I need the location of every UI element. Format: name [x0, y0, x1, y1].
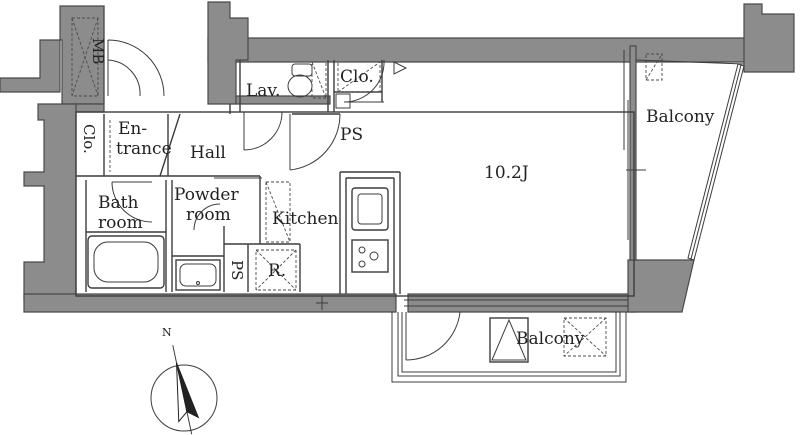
refrigerator-label: R.	[268, 261, 286, 281]
north-label: N	[162, 326, 172, 339]
pipe-space-bottom-label: PS	[228, 260, 246, 280]
main-room-size-label: 10.2J	[484, 163, 529, 183]
room-labels: MB Clo. Lav. PS Clo. En- trance Hall Bat…	[80, 38, 715, 349]
closet-top-label: Clo.	[340, 67, 374, 87]
bathroom-label-line2: room	[98, 213, 143, 233]
compass-ring	[150, 364, 218, 432]
north-compass: N	[150, 326, 218, 435]
lavatory-label: Lav.	[246, 81, 280, 101]
powder-room-label-line1: Powder	[174, 185, 239, 205]
structural-walls	[0, 1, 795, 313]
doors	[107, 39, 461, 361]
mb-label: MB	[89, 38, 107, 64]
entrance-label-line1: En-	[118, 119, 147, 139]
balcony-bottom-label: Balcony	[516, 329, 585, 349]
bathroom-label-line1: Bath	[98, 193, 138, 213]
closet-left-label: Clo.	[80, 124, 98, 154]
entrance-label-line2: trance	[116, 139, 172, 159]
windows	[316, 50, 745, 383]
pipe-space-top-label: PS	[340, 125, 363, 145]
interior-partitions	[75, 60, 635, 297]
powder-room-label-line2: room	[186, 205, 231, 225]
balcony-right-label: Balcony	[646, 107, 715, 127]
fixtures	[71, 17, 663, 363]
kitchen-label: Kitchen	[272, 209, 338, 229]
compass-needle-icon	[172, 345, 200, 435]
hall-label: Hall	[190, 143, 226, 163]
